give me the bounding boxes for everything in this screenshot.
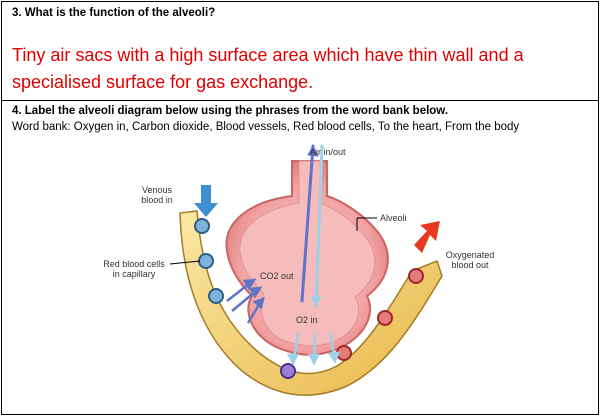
label-venous-1: Venous bbox=[142, 185, 173, 195]
co2-arrows bbox=[226, 278, 265, 324]
alveoli-diagram: Air in/out Venous blood in Alveoli Red b… bbox=[103, 144, 495, 396]
label-rbc-1: Red blood cells bbox=[103, 259, 165, 269]
label-venous-2: blood in bbox=[141, 195, 173, 205]
o2-arrows bbox=[286, 332, 340, 366]
label-o2: O2 in bbox=[296, 315, 318, 325]
capillary bbox=[179, 210, 443, 396]
label-alveoli: Alveoli bbox=[380, 213, 407, 223]
red-blood-cells bbox=[194, 218, 424, 379]
alveolus-lining bbox=[239, 160, 376, 347]
word-bank: Word bank: Oxygen in, Carbon dioxide, Bl… bbox=[12, 121, 520, 133]
venous-arrow-icon bbox=[194, 185, 218, 217]
question-3-answer: Tiny air sacs with a high surface area w… bbox=[12, 45, 524, 92]
label-oxy-1: Oxygenated bbox=[446, 250, 495, 260]
question-3-section: 3. What is the function of the alveoli? … bbox=[2, 2, 598, 101]
label-co2: CO2 out bbox=[260, 271, 294, 281]
rbc-leader-line bbox=[169, 260, 201, 265]
oxygenated-arrow-icon bbox=[414, 221, 440, 253]
question-4-section: 4. Label the alveoli diagram below using… bbox=[2, 101, 598, 414]
label-air: Air in/out bbox=[310, 147, 346, 157]
air-flow-arrows bbox=[300, 144, 324, 308]
question-4-title: 4. Label the alveoli diagram below using… bbox=[12, 105, 449, 117]
label-oxy-2: blood out bbox=[451, 260, 489, 270]
question-3-title: 3. What is the function of the alveoli? bbox=[12, 7, 216, 19]
label-rbc-2: in capillary bbox=[113, 269, 156, 279]
